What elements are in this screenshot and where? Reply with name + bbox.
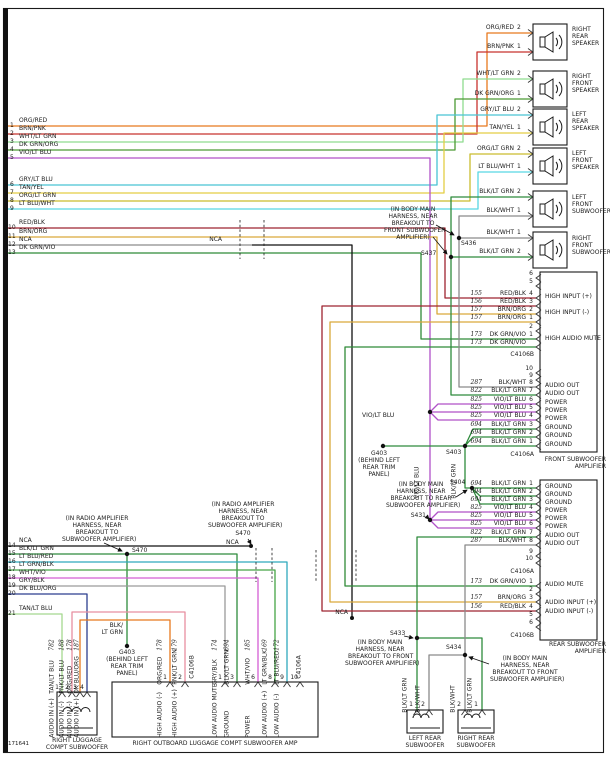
wire-vio-lt-blu-front-fan <box>429 403 536 421</box>
left-front-subwoofer-box <box>532 190 568 228</box>
wire-org-red-loop <box>79 619 171 692</box>
wire-brn-org-157b <box>329 321 536 603</box>
splice-s434-dot <box>462 652 468 658</box>
wire-tan-lt-blu <box>8 613 63 692</box>
wire-dk-blu-org <box>8 593 88 692</box>
wire-brn-pnk <box>8 51 533 135</box>
wire-pnk-lt-blu-loop <box>71 611 186 692</box>
annotation-arrows <box>103 224 490 665</box>
inline-connector-mid <box>239 220 265 259</box>
left-connector-bar <box>3 8 8 752</box>
connector-pin-brackets <box>58 29 542 716</box>
nca-end-dot-2 <box>350 616 354 620</box>
right-front-subwoofer-box <box>532 231 568 269</box>
front-subwoofer-amplifier-box <box>539 271 598 453</box>
inline-connector-bottom-left <box>255 548 273 582</box>
wire-wht-lt-grn <box>8 78 533 143</box>
right-rear-subwoofer-box <box>457 709 495 734</box>
wire-gry-blk <box>8 585 226 682</box>
wire-lt-blu-red <box>8 561 288 682</box>
wire-dk-grn-vio-173b <box>344 346 536 587</box>
splice-dots <box>124 235 475 658</box>
splice-s436-dot <box>456 235 462 241</box>
subwoofer-coil-icon <box>410 713 440 729</box>
wire-dk-grn-org <box>8 98 533 151</box>
arrow-to-s433 <box>403 634 414 640</box>
arrow-to-s436 <box>435 224 455 236</box>
wire-org-lt-grn <box>8 153 533 202</box>
wire-vio-lt-blu-rear-fan <box>429 511 536 529</box>
wire-ground-694-front <box>383 428 536 489</box>
wire-dk-grn-vio-173 <box>8 252 536 340</box>
splice-s437-dot <box>448 254 454 260</box>
wire-blk-wht-287-rear <box>428 544 536 710</box>
right-outboard-subwoofer-amp-box <box>111 681 319 738</box>
arrow-to-s404 <box>455 489 468 498</box>
wire-ground-694-rear <box>471 487 536 505</box>
wire-tan-yel <box>8 132 533 194</box>
wire-org-red <box>8 32 533 127</box>
wire-nca-row12-cont <box>252 244 353 618</box>
splice-s403-dot <box>462 443 468 449</box>
ground-g403-dot <box>380 443 386 449</box>
wire-brn-org-157 <box>8 236 536 315</box>
wire-lt-blu-wht <box>8 171 533 210</box>
right-luggage-compt-subwoofer-box <box>56 691 98 736</box>
speaker-icons <box>539 31 563 261</box>
inline-connector-bottom-mid <box>315 550 357 582</box>
rear-subwoofer-amplifier-box <box>539 479 598 641</box>
wire-red-blk-156 <box>321 305 536 612</box>
wire-blk-lt-grn-822-rear <box>416 536 536 710</box>
wire-vio-lt-blu-trunk <box>8 157 431 520</box>
wire-lt-grn-blk <box>8 569 276 682</box>
diagram-border <box>2 7 605 754</box>
arrow-nca-down <box>246 538 252 545</box>
wire-red-blk-155 <box>8 227 536 299</box>
wire-blk-wht-287-front <box>458 215 536 388</box>
arrow-to-s437 <box>432 236 448 255</box>
left-front-speaker-box <box>532 147 568 185</box>
wire-wht-vio <box>8 577 259 682</box>
splice-s404-dot <box>469 485 475 491</box>
splice-s433-dot <box>414 635 420 641</box>
splice-s432-dot <box>427 409 433 415</box>
subwoofer-coil-icon <box>61 707 93 729</box>
subwoofer-coil-icon <box>461 713 491 729</box>
arrow-to-s470 <box>103 542 123 552</box>
left-rear-speaker-box <box>532 108 568 146</box>
nca-end-dot <box>249 544 253 548</box>
right-front-speaker-box <box>532 70 568 108</box>
wire-gry-lt-blu <box>8 114 533 186</box>
wire-blk-lt-grn-822-front <box>450 196 536 396</box>
splice-s470-dot <box>124 551 130 557</box>
arrow-to-s431 <box>424 514 430 520</box>
ground-g403-bottom-dot <box>124 643 130 649</box>
right-rear-speaker-box <box>532 23 568 61</box>
arrow-to-s434 <box>468 656 490 665</box>
wire-blk-lt-grn-694-bottom <box>8 553 238 682</box>
left-rear-subwoofer-box <box>406 709 444 734</box>
